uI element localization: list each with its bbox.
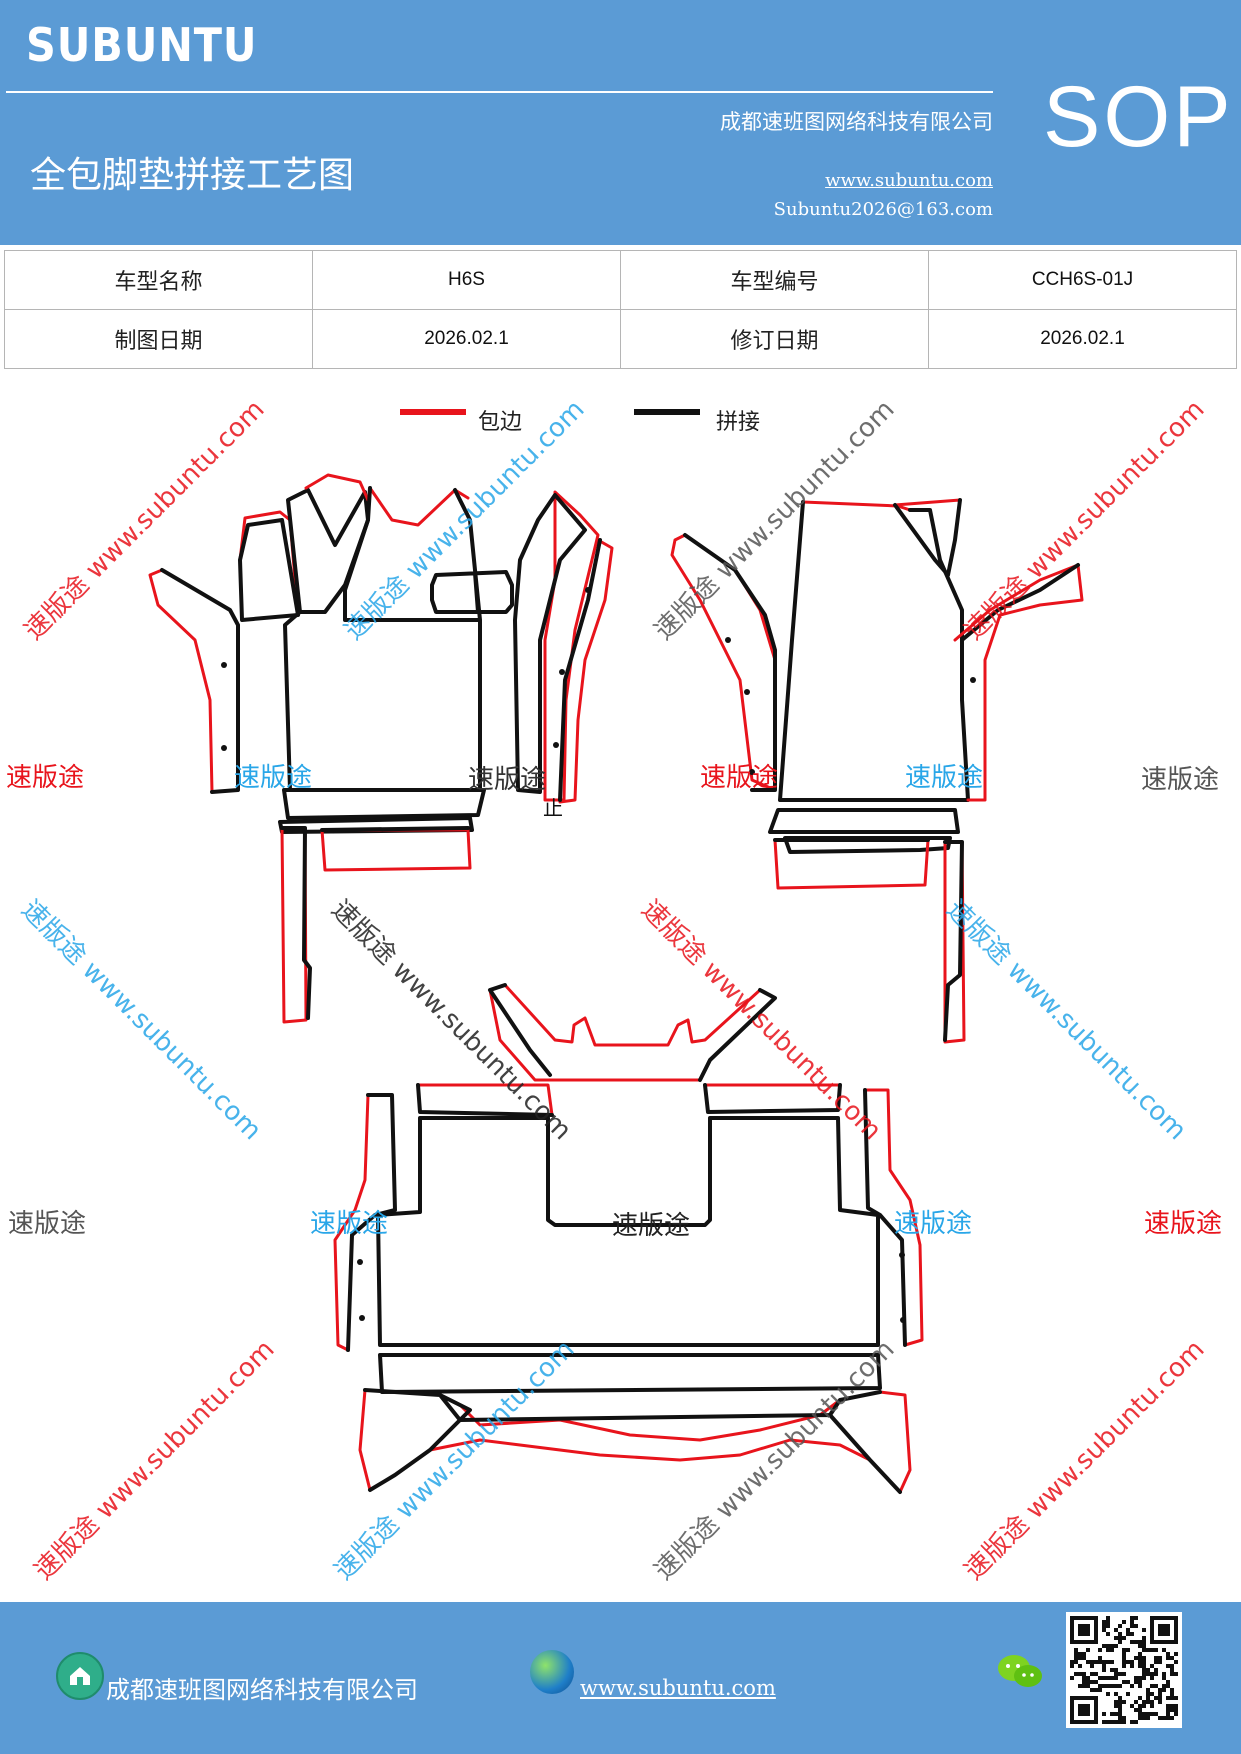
watermark: 速版途 <box>612 1211 691 1241</box>
watermark: 速版途 <box>468 765 547 795</box>
legend-splice-line <box>634 409 700 415</box>
model-name-label: 车型名称 <box>4 250 313 310</box>
splice-line <box>346 1093 397 1352</box>
edge-line <box>953 563 1084 802</box>
splice-line <box>430 570 514 614</box>
edge-line <box>304 473 370 502</box>
splice-line <box>768 808 960 834</box>
revise-date-value: 2026.02.1 <box>928 309 1237 369</box>
model-code-label: 车型编号 <box>620 250 929 310</box>
splice-line <box>558 538 602 802</box>
header-company: 成都速班图网络科技有限公司 <box>720 110 993 134</box>
brand-logo: SUBUNTU <box>26 18 258 72</box>
watermark: 速版途 <box>894 1209 973 1239</box>
table-row: 制图日期 2026.02.1 修订日期 2026.02.1 <box>4 309 1237 369</box>
edge-line <box>543 490 600 802</box>
splice-line <box>320 826 470 832</box>
stop-mark: 止 <box>543 796 563 820</box>
globe-icon <box>530 1650 574 1694</box>
watermark: 速版途 <box>234 763 313 793</box>
splice-line <box>513 493 587 794</box>
sop-badge: SOP <box>1043 69 1234 165</box>
header-divider <box>6 91 993 93</box>
watermark: 速版途 <box>310 1209 389 1239</box>
splice-line <box>160 568 240 794</box>
footer-website-link[interactable]: www.subuntu.com <box>580 1676 776 1700</box>
edge-line <box>368 486 470 527</box>
splice-line <box>488 983 777 1082</box>
splice-line <box>893 498 962 577</box>
splice-line <box>703 1083 842 1114</box>
edge-line <box>320 828 472 872</box>
splice-line <box>378 1353 882 1394</box>
edge-line <box>773 838 930 890</box>
model-code-value: CCH6S-01J <box>928 250 1237 310</box>
rear-mat-group <box>333 983 924 1494</box>
splice-line <box>363 1388 902 1494</box>
home-icon <box>56 1652 104 1700</box>
header-banner <box>0 0 1241 245</box>
mat-splice-drawing: 止 <box>148 473 1084 1494</box>
driver-mat-group <box>148 473 614 1024</box>
watermark: 速版途 <box>1141 765 1220 795</box>
edge-line <box>148 568 240 794</box>
wechat-icon[interactable] <box>996 1652 1046 1692</box>
splice-line <box>376 1116 880 1347</box>
splice-line <box>416 1083 554 1117</box>
splice-line <box>238 518 300 622</box>
draw-date-label: 制图日期 <box>4 309 313 369</box>
draw-date-value: 2026.02.1 <box>312 309 621 369</box>
info-table: 车型名称 H6S 车型编号 CCH6S-01J 制图日期 2026.02.1 修… <box>4 250 1237 369</box>
edge-line <box>558 538 614 804</box>
legend-splice-label: 拼接 <box>716 410 761 435</box>
splice-line <box>863 1088 907 1347</box>
passenger-mat-group <box>670 498 1084 1044</box>
watermark: 速版途 <box>8 1209 87 1239</box>
watermark: 速版途 <box>1144 1209 1223 1239</box>
table-row: 车型名称 H6S 车型编号 CCH6S-01J <box>4 250 1237 310</box>
revise-date-label: 修订日期 <box>620 309 929 369</box>
splice-line <box>778 500 970 802</box>
qr-code-icon <box>1066 1612 1182 1728</box>
page-title: 全包脚垫拼接工艺图 <box>30 155 355 196</box>
footer-company: 成都速班图网络科技有限公司 <box>106 1676 418 1704</box>
legend-edge-label: 包边 <box>478 410 523 435</box>
splice-line <box>280 826 312 1020</box>
splice-line <box>683 533 777 792</box>
splice-line <box>282 788 486 820</box>
header-website-link[interactable]: www.subuntu.com <box>825 170 993 191</box>
legend-edge-line <box>400 409 466 415</box>
splice-line <box>943 840 964 1042</box>
watermark: 速版途 <box>6 763 85 793</box>
header-email[interactable]: Subuntu2026@163.com <box>773 199 993 220</box>
model-name-value: H6S <box>312 250 621 310</box>
splice-line <box>960 563 1080 642</box>
watermark: 速版途 <box>905 763 984 793</box>
watermark: 速版途 <box>700 763 779 793</box>
